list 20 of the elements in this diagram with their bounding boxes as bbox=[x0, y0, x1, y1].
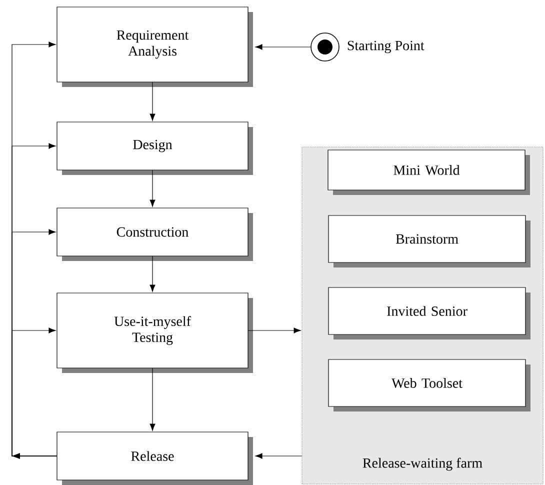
arrow bbox=[150, 368, 156, 431]
arrow bbox=[12, 328, 57, 456]
arrow bbox=[150, 170, 156, 207]
process-box: Mini World bbox=[328, 150, 530, 195]
arrow bbox=[150, 256, 156, 292]
process-box: Construction bbox=[56, 208, 253, 261]
process-box: Brainstorm bbox=[328, 215, 530, 268]
process-box: Requirement Analysis bbox=[56, 6, 253, 87]
arrow bbox=[255, 44, 311, 50]
process-box: Invited Senior bbox=[328, 287, 530, 340]
process-box: Release bbox=[56, 432, 253, 485]
arrow bbox=[248, 328, 301, 334]
node-label: Starting Point bbox=[348, 40, 424, 54]
process-box: Use-it-myself Testing bbox=[56, 292, 253, 373]
arrow bbox=[255, 453, 302, 459]
process-box: Design bbox=[56, 122, 253, 175]
process-box: Web Toolset bbox=[328, 359, 530, 412]
start-symbol bbox=[310, 32, 340, 62]
arrow bbox=[150, 82, 156, 121]
arrow bbox=[12, 42, 57, 459]
